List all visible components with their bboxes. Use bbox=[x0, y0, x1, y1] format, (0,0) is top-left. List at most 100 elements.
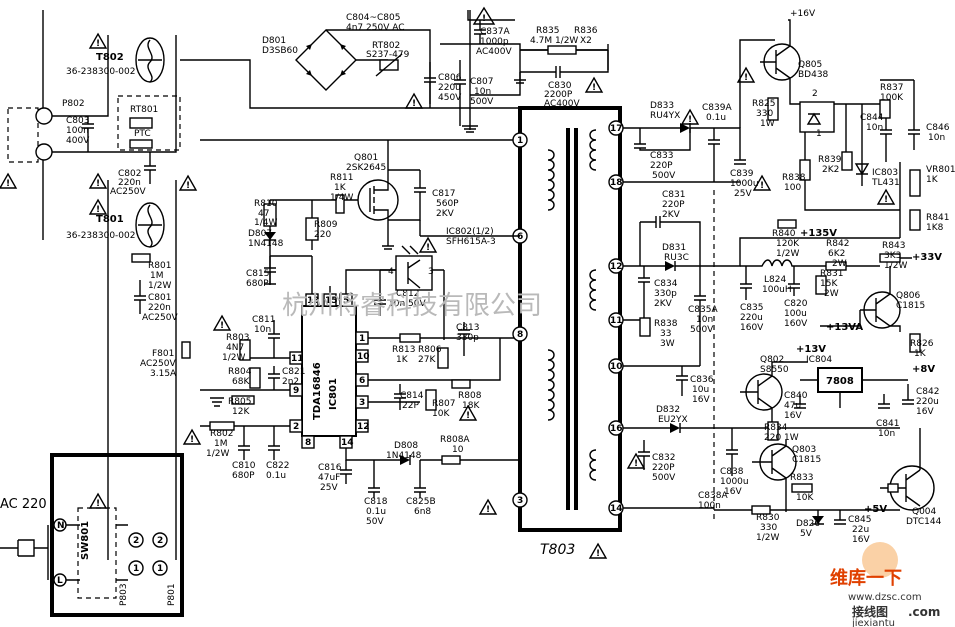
svg-text:L: L bbox=[57, 576, 63, 586]
svg-text:X2: X2 bbox=[580, 36, 592, 46]
p802-label: P802 bbox=[62, 99, 85, 109]
r825-label: R825 330 1W bbox=[752, 99, 775, 129]
svg-text:R813: R813 bbox=[392, 345, 415, 355]
svg-text:18K: 18K bbox=[462, 401, 480, 411]
svg-text:C838: C838 bbox=[720, 467, 744, 477]
svg-text:RU3C: RU3C bbox=[664, 253, 689, 263]
svg-text:160V: 160V bbox=[784, 319, 808, 329]
l824-label: L824 100uH bbox=[762, 275, 792, 295]
svg-text:100K: 100K bbox=[880, 93, 904, 103]
svg-text:R803: R803 bbox=[226, 333, 249, 343]
svg-text:16V: 16V bbox=[916, 407, 934, 417]
svg-text:C816: C816 bbox=[318, 463, 342, 473]
svg-text:16V: 16V bbox=[692, 395, 710, 405]
c806-label: C806 220u 450V bbox=[438, 73, 462, 103]
svg-text:!: ! bbox=[596, 549, 600, 559]
svg-text:C832: C832 bbox=[652, 453, 675, 463]
svg-text:D801: D801 bbox=[262, 36, 286, 46]
svg-text:47uF: 47uF bbox=[318, 473, 340, 483]
r833-label: R833 10K bbox=[790, 473, 814, 503]
svg-text:www.dzsc.com: www.dzsc.com bbox=[848, 592, 922, 603]
f801-fuse bbox=[181, 341, 191, 359]
svg-text:16V: 16V bbox=[852, 535, 870, 545]
v13a-label: +13VA bbox=[826, 322, 863, 333]
r841-label: R841 1K8 bbox=[926, 213, 949, 233]
svg-text:C840: C840 bbox=[784, 391, 808, 401]
svg-text:12: 12 bbox=[610, 262, 623, 272]
svg-text:50V: 50V bbox=[366, 517, 384, 527]
svg-text:400V: 400V bbox=[66, 136, 90, 146]
svg-text:TL431: TL431 bbox=[871, 178, 900, 188]
ac-input-block: AC 220 N L SW801 2 1 2 1 P803 P801 bbox=[0, 453, 184, 617]
svg-text:3K3: 3K3 bbox=[884, 251, 901, 261]
c832-label: C832 220P 500V bbox=[652, 453, 676, 483]
svg-text:R802: R802 bbox=[210, 429, 233, 439]
svg-text:16: 16 bbox=[610, 424, 623, 434]
svg-text:10n: 10n bbox=[474, 87, 491, 97]
svg-text:3: 3 bbox=[517, 496, 523, 506]
ic801-tda16846: TDA16846 IC801 bbox=[301, 305, 357, 437]
svg-text:220P: 220P bbox=[652, 463, 675, 473]
svg-text:4: 4 bbox=[388, 267, 394, 277]
c838a-label: C838A 100n bbox=[698, 491, 728, 511]
svg-text:S8550: S8550 bbox=[760, 365, 789, 375]
svg-text:!: ! bbox=[96, 205, 100, 215]
svg-text:R834: R834 bbox=[764, 423, 788, 433]
svg-text:C821: C821 bbox=[282, 367, 305, 377]
r842-resistor bbox=[825, 261, 847, 271]
svg-text:220P: 220P bbox=[650, 161, 673, 171]
svg-text:5: 5 bbox=[343, 296, 349, 306]
svg-text:220: 220 bbox=[314, 230, 331, 240]
c825b-label: C825B 6n8 bbox=[406, 497, 436, 517]
svg-text:1M: 1M bbox=[150, 271, 164, 281]
v13-label: +13V bbox=[796, 344, 826, 355]
svg-text:R830: R830 bbox=[756, 513, 780, 523]
svg-text:33: 33 bbox=[660, 329, 671, 339]
r838-label: R838 33 3W bbox=[654, 319, 678, 349]
svg-text:17: 17 bbox=[610, 124, 623, 134]
svg-text:220u: 220u bbox=[916, 397, 939, 407]
svg-text:C839: C839 bbox=[730, 169, 754, 179]
r806-resistor bbox=[437, 347, 449, 369]
svg-text:D807: D807 bbox=[248, 229, 272, 239]
svg-text:1M: 1M bbox=[214, 439, 228, 449]
svg-text:C803: C803 bbox=[66, 116, 89, 126]
svg-text:R801: R801 bbox=[148, 261, 171, 271]
opto-ic802: IC802(1/2) SFH615A-3 4 3 bbox=[388, 227, 496, 291]
r826-resistor bbox=[909, 333, 921, 353]
c805-label: 4n7 250V AC bbox=[346, 23, 405, 33]
svg-text:C835: C835 bbox=[740, 303, 763, 313]
svg-text:680P: 680P bbox=[232, 471, 255, 481]
svg-text:1K: 1K bbox=[914, 349, 927, 359]
svg-text:1000p: 1000p bbox=[480, 37, 509, 47]
svg-text:450V: 450V bbox=[438, 93, 462, 103]
svg-text:!: ! bbox=[482, 14, 486, 24]
svg-text:!: ! bbox=[592, 83, 596, 93]
svg-text:!: ! bbox=[96, 39, 100, 49]
svg-text:R840: R840 bbox=[772, 229, 796, 239]
svg-text:1/2W: 1/2W bbox=[756, 533, 779, 543]
svg-text:IC804: IC804 bbox=[806, 355, 832, 365]
svg-text:C814: C814 bbox=[400, 391, 424, 401]
svg-text:7808: 7808 bbox=[826, 376, 854, 387]
svg-text:3.15A: 3.15A bbox=[150, 369, 177, 379]
svg-text:D826: D826 bbox=[796, 519, 820, 529]
svg-text:1/2W: 1/2W bbox=[206, 449, 229, 459]
svg-text:1K: 1K bbox=[926, 175, 939, 185]
r839-label: R839 2K2 bbox=[818, 155, 842, 175]
c817-label: C817 560P 2KV bbox=[432, 189, 459, 219]
c844-label: C844 10n bbox=[860, 113, 884, 133]
svg-text:10n: 10n bbox=[254, 325, 271, 335]
svg-text:11: 11 bbox=[610, 316, 623, 326]
v33-label: +33V bbox=[912, 252, 942, 263]
r830-label: R830 330 1/2W bbox=[756, 513, 780, 543]
svg-text:2: 2 bbox=[293, 422, 299, 432]
q806-transistor: Q806 C1815 bbox=[860, 291, 925, 329]
svg-text:1K: 1K bbox=[396, 355, 409, 365]
svg-text:15K: 15K bbox=[820, 279, 838, 289]
svg-text:R838: R838 bbox=[782, 173, 806, 183]
svg-text:2K2: 2K2 bbox=[822, 165, 839, 175]
svg-text:C817: C817 bbox=[432, 189, 455, 199]
svg-text:6: 6 bbox=[517, 232, 523, 242]
svg-text:10: 10 bbox=[357, 352, 370, 362]
